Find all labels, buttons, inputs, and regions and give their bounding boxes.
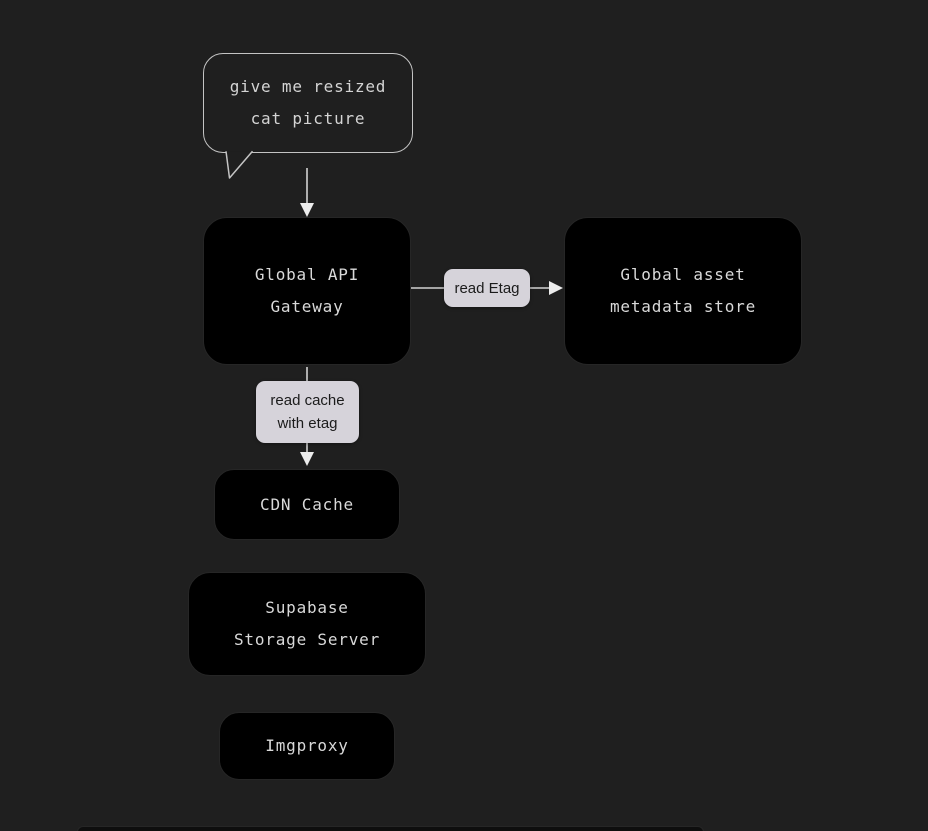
speech-bubble-text-line2: cat picture [250, 109, 366, 128]
node-label-line1: Supabase [265, 598, 349, 617]
node-label-line1: CDN Cache [260, 494, 354, 514]
node-supabase-storage-server[interactable]: Supabase Storage Server [188, 572, 426, 676]
partial-node-bottom-edge[interactable] [77, 826, 704, 831]
node-global-api-gateway[interactable]: Global API Gateway [203, 217, 411, 365]
node-label-line1: Global API [254, 265, 360, 284]
edge-label-text: read Etag [454, 279, 520, 297]
edge-label-read-cache-with-etag[interactable]: read cache with etag [256, 381, 359, 443]
edge-label-text-line1: read cache [270, 392, 345, 409]
node-label-line2: metadata store [609, 297, 757, 316]
node-label-line2: Gateway [270, 297, 344, 316]
edge-label-text-line2: with etag [277, 415, 338, 432]
speech-bubble[interactable]: give me resized cat picture [203, 53, 413, 153]
node-label-line2: Storage Server [233, 630, 381, 649]
node-imgproxy[interactable]: Imgproxy [219, 712, 395, 780]
node-cdn-cache[interactable]: CDN Cache [214, 469, 400, 540]
arrow-bubble-to-gateway[interactable] [300, 168, 314, 217]
node-label-line1: Global asset [620, 265, 746, 284]
speech-bubble-text-line1: give me resized [229, 77, 387, 96]
speech-bubble-tail [225, 150, 254, 179]
node-label-line1: Imgproxy [265, 736, 349, 755]
node-global-asset-metadata-store[interactable]: Global asset metadata store [564, 217, 802, 365]
edge-label-read-etag[interactable]: read Etag [444, 269, 530, 307]
